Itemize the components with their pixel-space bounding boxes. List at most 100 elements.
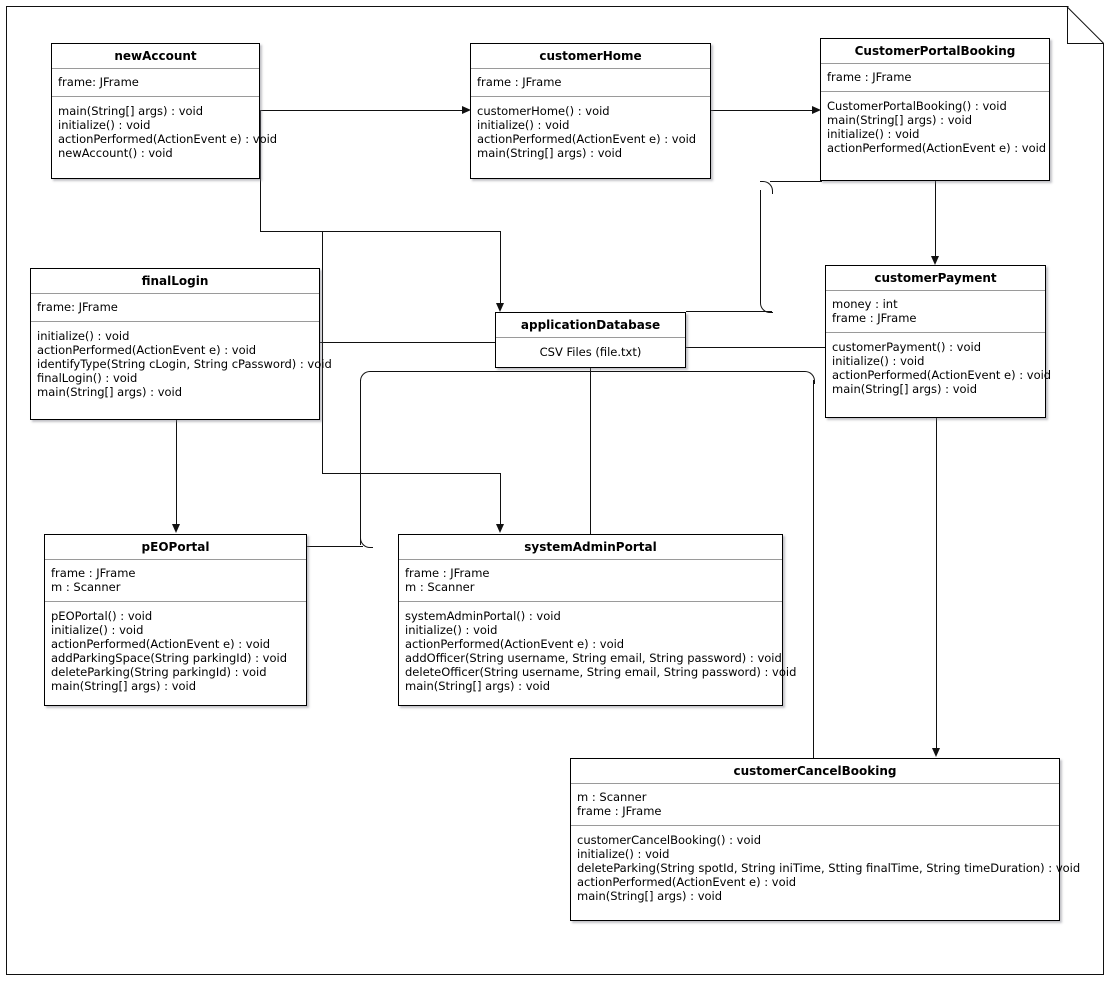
- class-operations: systemAdminPortal() : void initialize() …: [399, 602, 797, 699]
- operation-row: deleteParking(String spotId, String iniT…: [577, 861, 1081, 875]
- operation-row: actionPerformed(ActionEvent e) : void: [832, 368, 1052, 382]
- class-attributes: m : Scanner frame : JFrame: [571, 784, 1059, 826]
- operation-row: main(String[] args) : void: [405, 679, 551, 693]
- connector-finallogin-peoportal: [176, 420, 178, 526]
- connector-newaccount-db-v2: [500, 231, 502, 306]
- class-operations: pEOPortal() : void initialize() : void a…: [45, 602, 306, 699]
- class-title: CustomerPortalBooking: [821, 39, 1049, 64]
- operation-row: main(String[] args) : void: [37, 385, 183, 399]
- class-box-finallogin[interactable]: finalLogin frame: JFrame initialize() : …: [30, 268, 332, 420]
- arrowhead-portalbooking: [812, 105, 821, 114]
- class-box-customercancelbooking[interactable]: customerCancelBooking m : Scanner frame …: [570, 758, 1081, 921]
- operation-row: deleteOfficer(String username, String em…: [405, 665, 797, 679]
- class-title: applicationDatabase: [496, 313, 685, 338]
- connector-portalbooking-db-v: [760, 190, 762, 303]
- connector-db-peoportal-v: [360, 380, 362, 545]
- arrowhead-customerpayment-top: [931, 256, 939, 265]
- connector-portalbooking-db-corner2: [760, 300, 773, 313]
- operation-row: newAccount() : void: [58, 146, 173, 160]
- operation-row: actionPerformed(ActionEvent e) : void: [58, 132, 278, 146]
- operation-row: initialize() : void: [577, 847, 670, 861]
- class-attributes: frame : JFrame: [821, 64, 1049, 92]
- arrowhead-peoportal-top: [172, 524, 180, 533]
- attribute-row: frame : JFrame: [577, 804, 662, 818]
- attribute-row: m : Scanner: [577, 790, 647, 804]
- class-title: systemAdminPortal: [399, 535, 782, 560]
- class-title: pEOPortal: [45, 535, 306, 560]
- arrowhead-applicationdatabase-top: [496, 303, 504, 312]
- operation-row: actionPerformed(ActionEvent e) : void: [827, 141, 1047, 155]
- operation-row: pEOPortal() : void: [51, 609, 153, 623]
- class-title: customerCancelBooking: [571, 759, 1059, 784]
- class-title: newAccount: [52, 44, 259, 69]
- connector-db-cancelbooking-corner: [802, 371, 815, 384]
- connector-newaccount-db-h: [260, 231, 501, 233]
- class-attributes: frame : JFrame m : Scanner: [45, 560, 306, 602]
- operation-row: addParkingSpace(String parkingId) : void: [51, 651, 288, 665]
- class-box-peoportal[interactable]: pEOPortal frame : JFrame m : Scanner pEO…: [44, 534, 307, 706]
- operation-row: main(String[] args) : void: [51, 679, 197, 693]
- operation-row: actionPerformed(ActionEvent e) : void: [577, 875, 797, 889]
- connector-customerhome-portalbooking: [711, 110, 814, 112]
- operation-row: initialize() : void: [477, 118, 570, 132]
- attribute-row: CSV Files (file.txt): [539, 345, 642, 359]
- class-operations: CustomerPortalBooking() : void main(Stri…: [821, 92, 1049, 161]
- operation-row: deleteParking(String parkingId) : void: [51, 665, 267, 679]
- class-title: finalLogin: [31, 269, 319, 294]
- connector-db-systemadmin: [590, 368, 592, 534]
- connector-left-systemadmin-h: [322, 473, 501, 475]
- operation-row: initialize() : void: [51, 623, 144, 637]
- connector-db-peoportal-corner: [360, 535, 373, 548]
- class-operations: customerHome() : void initialize() : voi…: [471, 97, 710, 166]
- operation-row: actionPerformed(ActionEvent e) : void: [405, 637, 625, 651]
- connector-left-systemadmin-v1: [322, 232, 324, 474]
- arrowhead-systemadmin-top: [496, 524, 504, 533]
- class-operations: initialize() : void actionPerformed(Acti…: [31, 322, 332, 405]
- operation-row: initialize() : void: [37, 329, 130, 343]
- attribute-row: frame : JFrame: [827, 70, 912, 84]
- class-title: customerPayment: [826, 266, 1045, 291]
- operation-row: main(String[] args) : void: [827, 113, 973, 127]
- class-title: customerHome: [471, 44, 710, 69]
- operation-row: identifyType(String cLogin, String cPass…: [37, 357, 332, 371]
- class-box-systemadminportal[interactable]: systemAdminPortal frame : JFrame m : Sca…: [398, 534, 797, 706]
- class-operations: customerPayment() : void initialize() : …: [826, 333, 1052, 402]
- class-box-customerhome[interactable]: customerHome frame : JFrame customerHome…: [470, 43, 711, 179]
- class-box-newaccount[interactable]: newAccount frame: JFrame main(String[] a…: [51, 43, 278, 179]
- attribute-row: frame : JFrame: [832, 311, 917, 325]
- operation-row: addOfficer(String username, String email…: [405, 651, 782, 665]
- operation-row: actionPerformed(ActionEvent e) : void: [477, 132, 697, 146]
- class-attributes: frame : JFrame m : Scanner: [399, 560, 782, 602]
- connector-payment-cancelbooking: [936, 418, 938, 752]
- class-box-customerpayment[interactable]: customerPayment money : int frame : JFra…: [825, 265, 1052, 418]
- operation-row: initialize() : void: [405, 623, 498, 637]
- class-attributes: CSV Files (file.txt): [496, 338, 685, 367]
- operation-row: customerPayment() : void: [832, 340, 981, 354]
- attribute-row: m : Scanner: [51, 580, 121, 594]
- operation-row: CustomerPortalBooking() : void: [827, 99, 1007, 113]
- connector-db-row-corner-left: [360, 371, 373, 384]
- operation-row: systemAdminPortal() : void: [405, 609, 561, 623]
- operation-row: main(String[] args) : void: [477, 146, 623, 160]
- connector-newaccount-db-v1: [260, 110, 262, 232]
- attribute-row: frame : JFrame: [405, 566, 490, 580]
- operation-row: main(String[] args) : void: [58, 104, 204, 118]
- connector-portalbooking-db-corner1: [760, 181, 773, 194]
- operation-row: customerCancelBooking() : void: [577, 833, 762, 847]
- operation-row: main(String[] args) : void: [577, 889, 723, 903]
- page-fold-corner-icon: [1067, 7, 1104, 44]
- attribute-row: money : int: [832, 297, 898, 311]
- connector-portalbooking-db-h1: [770, 181, 822, 183]
- class-operations: customerCancelBooking() : void initializ…: [571, 826, 1081, 909]
- class-operations: main(String[] args) : void initialize() …: [52, 97, 278, 166]
- operation-row: initialize() : void: [58, 118, 151, 132]
- class-attributes: frame: JFrame: [52, 69, 259, 97]
- class-box-customerportalbooking[interactable]: CustomerPortalBooking frame : JFrame Cus…: [820, 38, 1050, 181]
- class-box-applicationdatabase[interactable]: applicationDatabase CSV Files (file.txt): [495, 312, 686, 368]
- class-attributes: frame: JFrame: [31, 294, 319, 322]
- connector-db-cancelbooking-v: [813, 380, 815, 760]
- connector-db-peoportal-h: [307, 546, 363, 548]
- operation-row: initialize() : void: [832, 354, 925, 368]
- class-attributes: money : int frame : JFrame: [826, 291, 1045, 333]
